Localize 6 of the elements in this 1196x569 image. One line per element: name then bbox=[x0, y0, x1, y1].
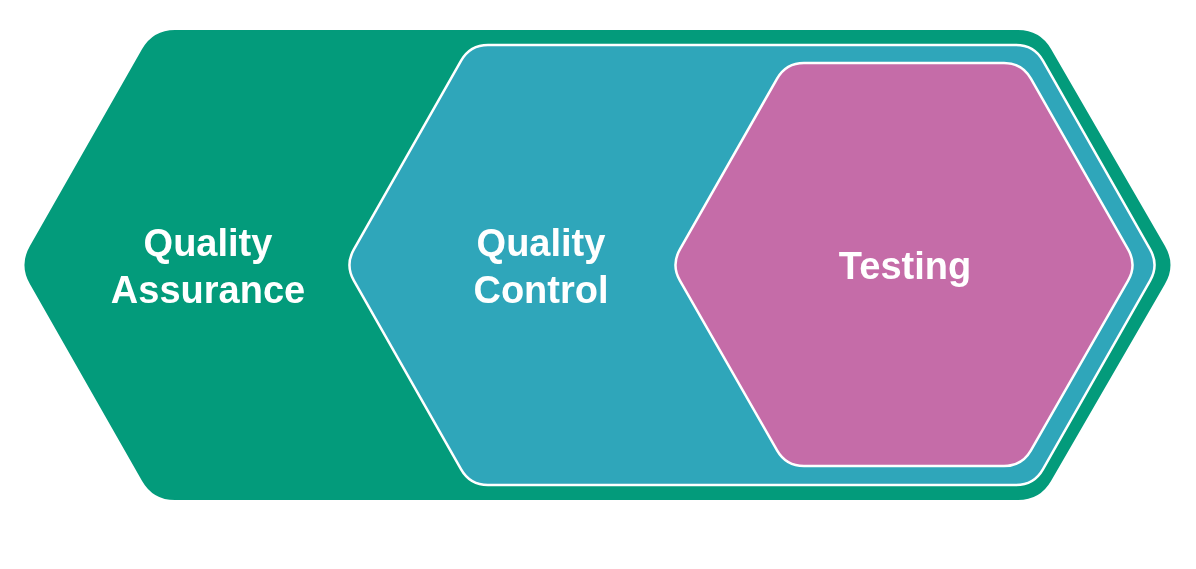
middle-hexagon bbox=[348, 43, 1156, 487]
hexagon-label: Quality Control bbox=[473, 221, 609, 313]
outer-hexagon bbox=[24, 30, 1171, 500]
inner-hexagon bbox=[674, 61, 1134, 468]
hexagon-label: Testing bbox=[838, 243, 972, 289]
hexagon-label: Quality Assurance bbox=[110, 221, 306, 313]
